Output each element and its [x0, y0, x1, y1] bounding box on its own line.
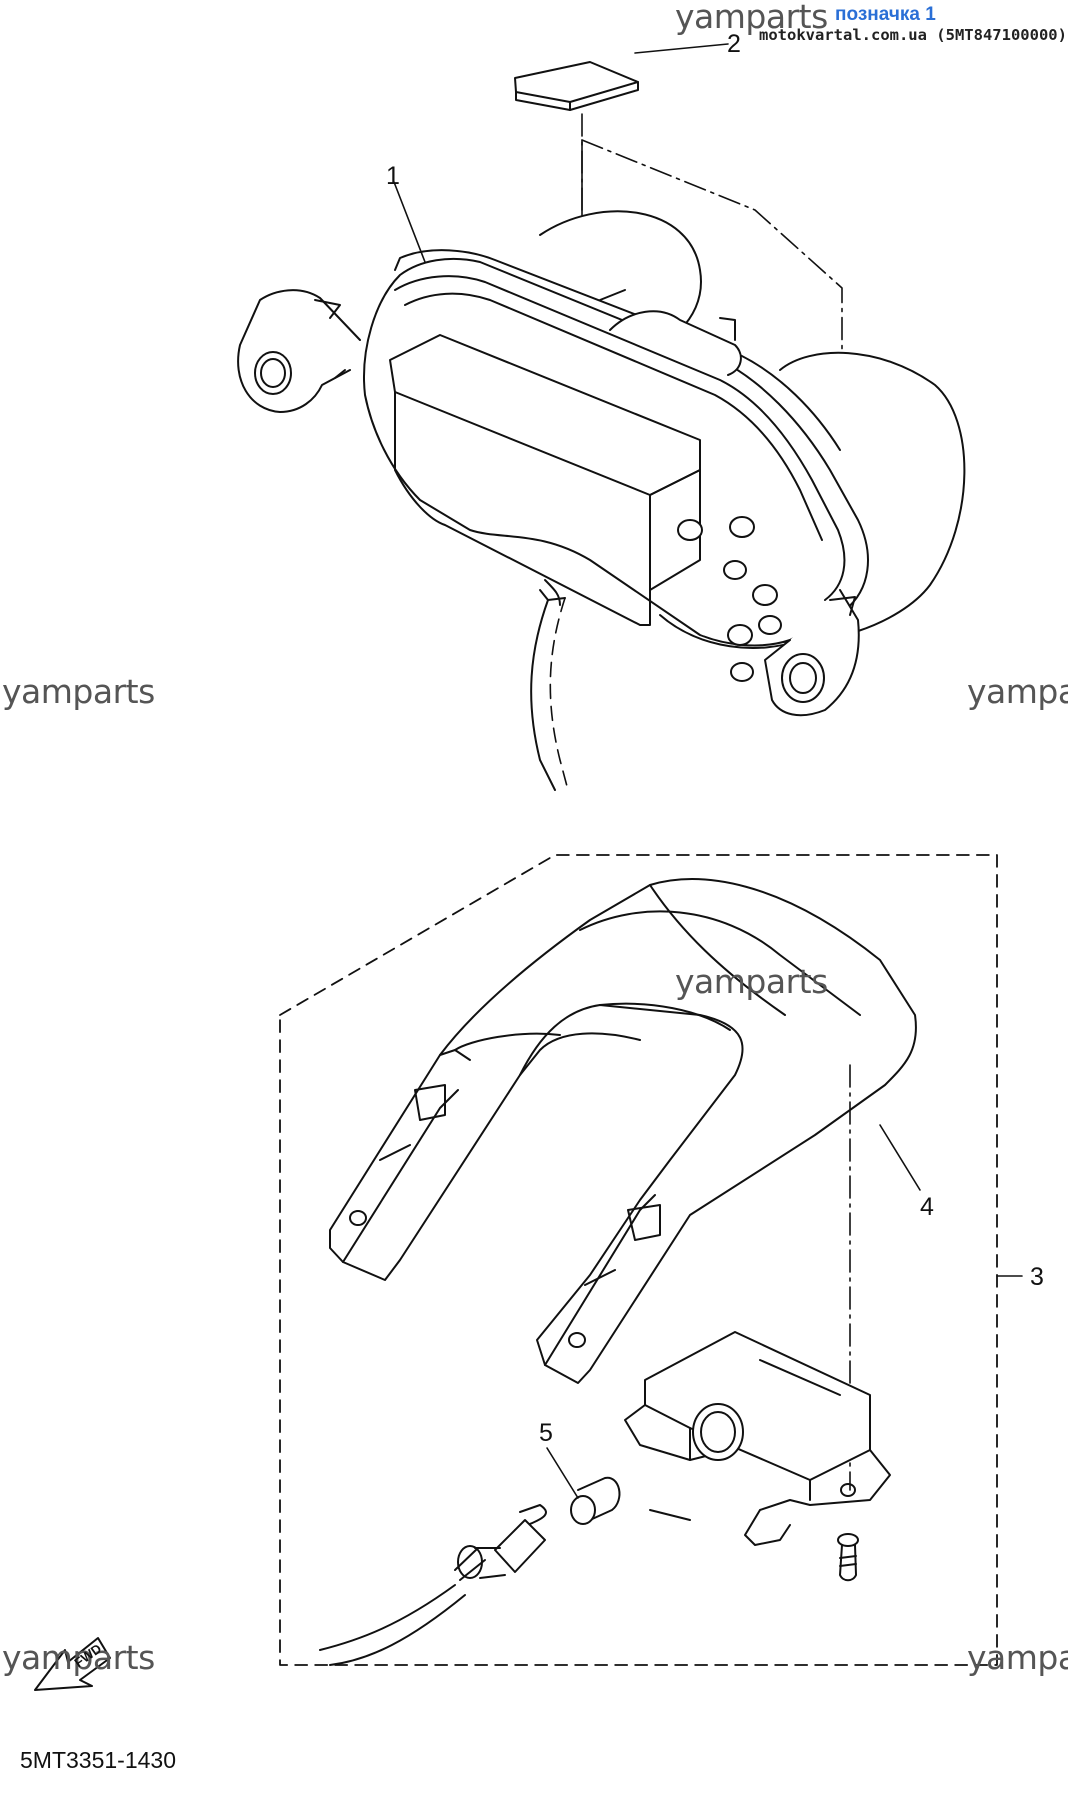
callout-3: 3: [1030, 1263, 1044, 1291]
license-lamp: [624, 1331, 891, 1546]
callout-4: 4: [920, 1193, 934, 1221]
wire-connector: [319, 1504, 547, 1666]
grommet: [570, 1476, 621, 1525]
callout-2: 2: [727, 30, 741, 58]
callout-1: 1: [386, 162, 400, 190]
watermark-left-bottom: yamparts: [2, 1638, 155, 1677]
indicator-studs: [677, 516, 782, 682]
watermark-right-mid: yamparts: [967, 672, 1068, 711]
source-reference: motokvartal.com.ua (5MT847100000): [759, 26, 1067, 44]
license-light-assembly: [279, 854, 1023, 1666]
watermark-right-bottom: yamparts: [967, 1638, 1068, 1677]
watermark-center: yamparts: [675, 962, 828, 1001]
label-plate: [514, 61, 639, 111]
tag-label: позначка 1: [835, 4, 936, 25]
fwd-arrow-icon: [34, 1637, 111, 1691]
diagram-code: 5MT3351-1430: [20, 1747, 176, 1773]
callout-5: 5: [539, 1419, 553, 1447]
watermark-left-mid: yamparts: [2, 672, 155, 711]
taillight-assembly: [237, 43, 966, 791]
screw: [837, 1533, 859, 1582]
watermark-top: yamparts: [675, 0, 828, 36]
